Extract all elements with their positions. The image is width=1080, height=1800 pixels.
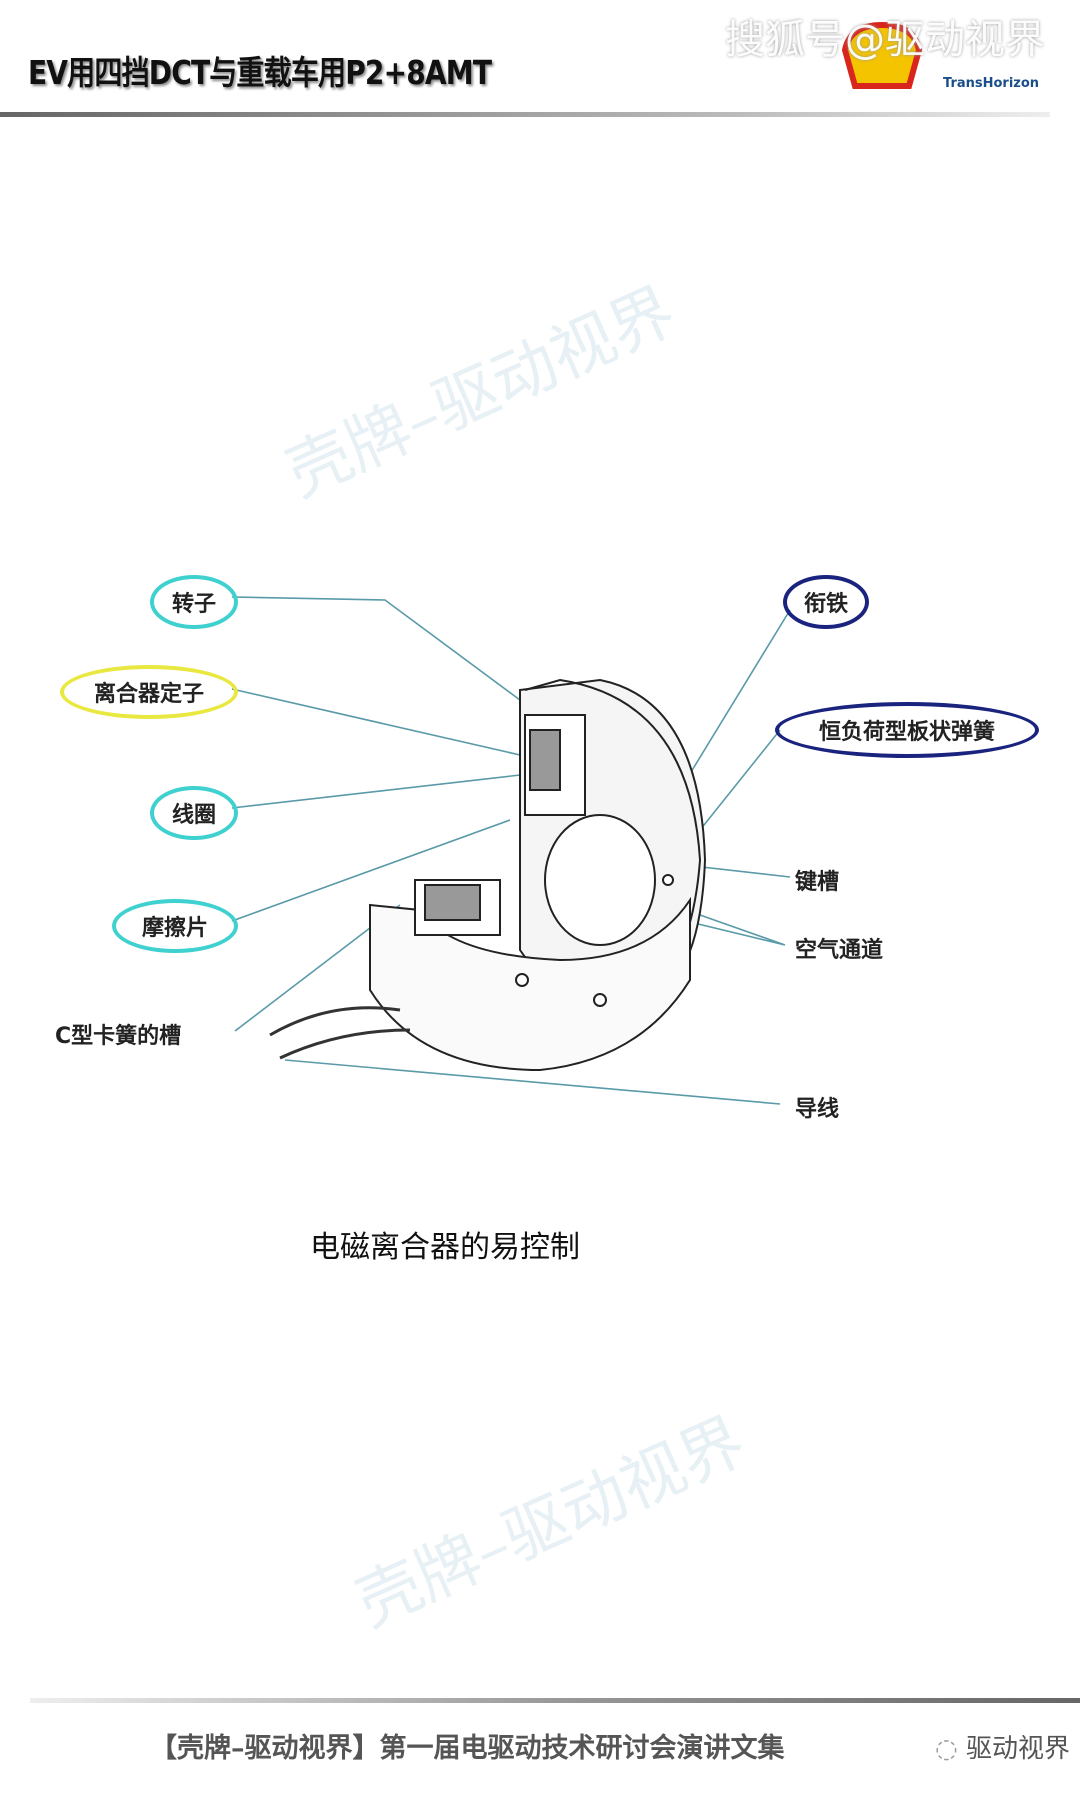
leader-lines	[231, 596, 791, 1105]
header-divider	[0, 112, 1050, 117]
sohu-watermark: 搜狐号@驱动视界	[725, 17, 1045, 63]
page-title: EV用四挡DCT与重载车用P2+8AMT	[28, 53, 492, 92]
label-air-channel: 空气通道	[795, 938, 884, 963]
label-friction-plate: 摩擦片	[112, 899, 238, 953]
label-c-clip-groove: C型卡簧的槽	[55, 1024, 182, 1049]
logo-text: TransHorizon	[943, 76, 1040, 91]
clutch-body	[369, 678, 707, 1072]
lead-wires	[269, 1006, 411, 1060]
shell-logo	[841, 21, 923, 89]
footer-text: 【壳牌–驱动视界】第一届电驱动技术研讨会演讲文集	[150, 1733, 785, 1764]
label-lead-wire: 导线	[795, 1097, 840, 1122]
label-rotor: 转子	[150, 575, 238, 629]
label-armature: 衔铁	[783, 575, 869, 629]
account-name: 驱动视界	[965, 1734, 1070, 1764]
wechat-icon: ◌	[935, 1734, 966, 1764]
label-leaf-spring: 恒负荷型板状弹簧	[775, 702, 1039, 758]
diagram-caption: 电磁离合器的易控制	[310, 1230, 580, 1265]
footer-divider	[30, 1698, 1080, 1703]
label-keyway: 键槽	[795, 870, 840, 895]
footer-account: ◌ 驱动视界	[935, 1728, 1070, 1765]
label-clutch-stator: 离合器定子	[60, 665, 238, 719]
label-coil: 线圈	[150, 786, 238, 840]
